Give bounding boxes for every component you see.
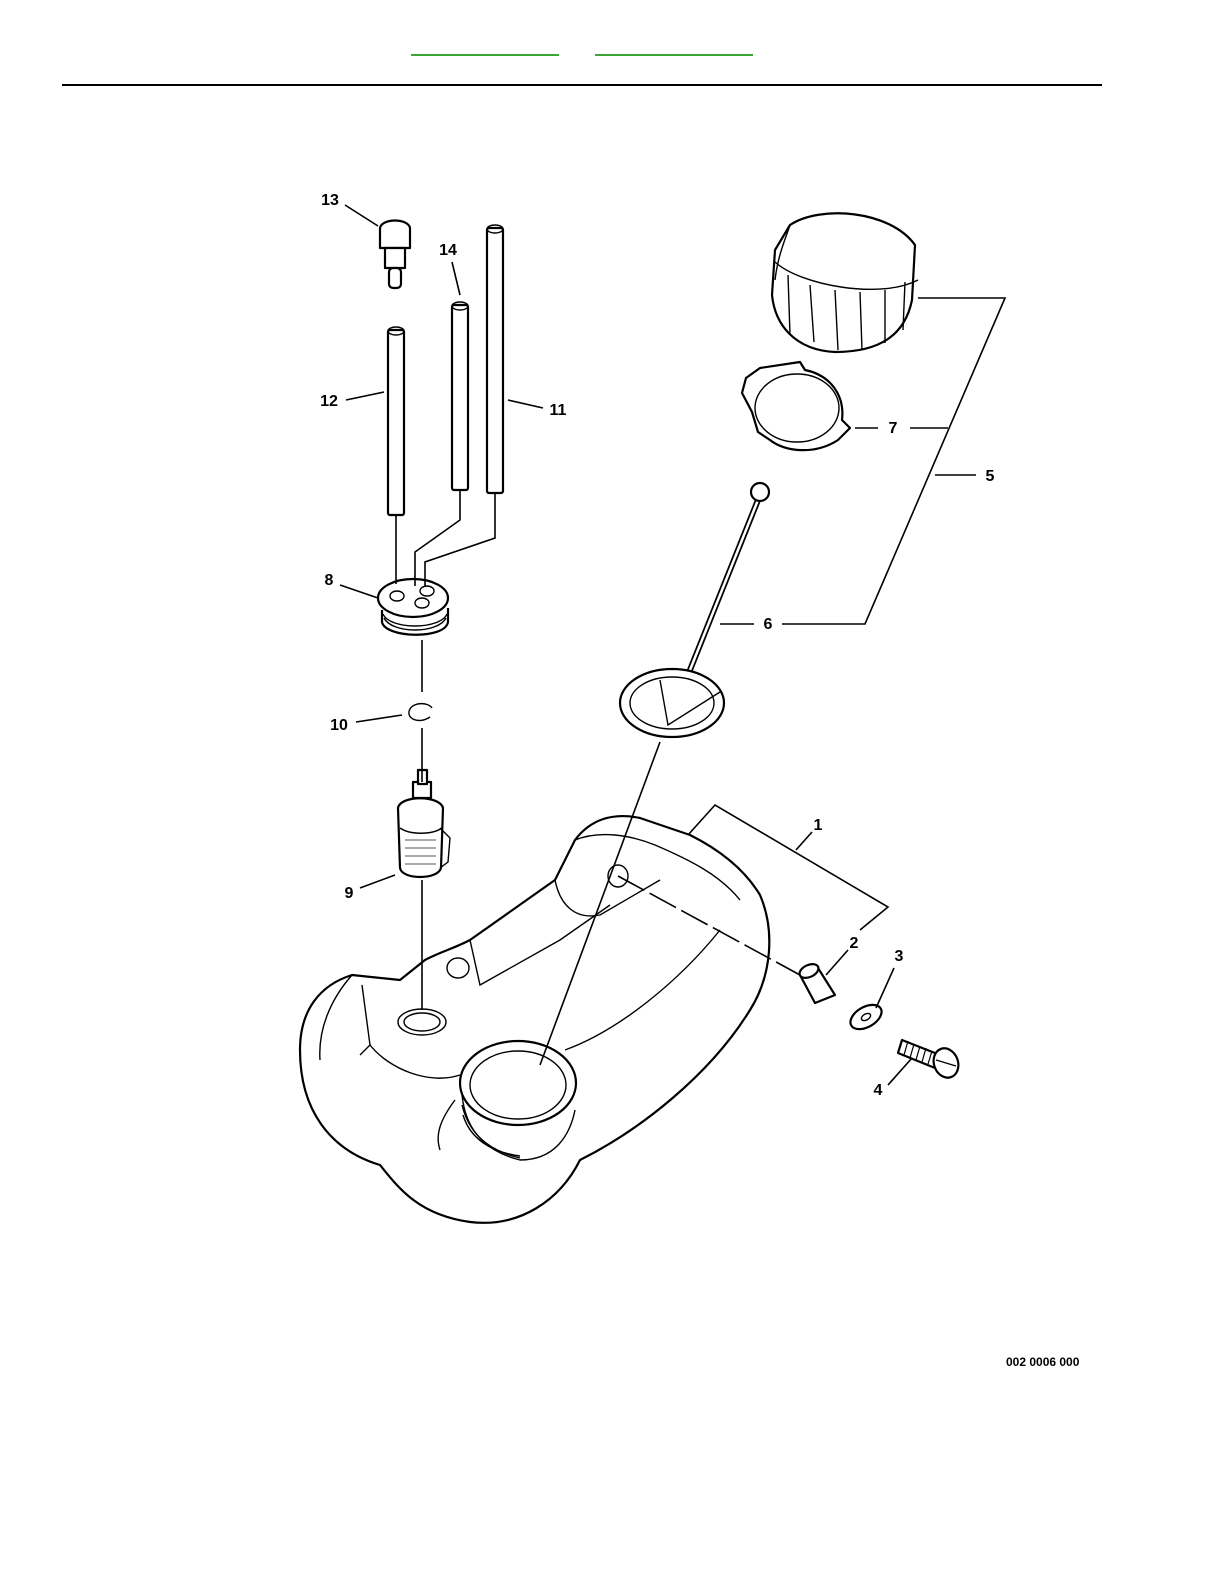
callout-13: 13 — [321, 192, 339, 209]
sleeve — [797, 961, 835, 1003]
clip — [409, 704, 432, 721]
fuel-fitting — [380, 221, 410, 289]
fuel-cap — [772, 213, 918, 352]
callout-7: 7 — [889, 420, 898, 437]
fuel-tank — [300, 816, 769, 1223]
callout-11: 11 — [550, 402, 567, 419]
fuel-grommet — [378, 579, 448, 635]
callout-1: 1 — [814, 817, 823, 834]
callout-6: 6 — [764, 616, 773, 633]
callout-3: 3 — [895, 948, 904, 965]
callout-5: 5 — [986, 468, 995, 485]
fuel-strainer — [620, 483, 769, 737]
drawing-code: 002 0006 000 — [1006, 1355, 1079, 1369]
screw — [898, 1040, 962, 1081]
gasket — [742, 362, 850, 450]
callout-8: 8 — [325, 572, 334, 589]
callout-2: 2 — [850, 935, 859, 952]
callout-4: 4 — [874, 1082, 883, 1099]
callout-14: 14 — [439, 242, 457, 259]
callout-12: 12 — [320, 393, 338, 410]
fuel-filter — [398, 770, 450, 877]
callout-10: 10 — [330, 717, 348, 734]
washer — [846, 1000, 885, 1034]
callout-9: 9 — [345, 885, 354, 902]
